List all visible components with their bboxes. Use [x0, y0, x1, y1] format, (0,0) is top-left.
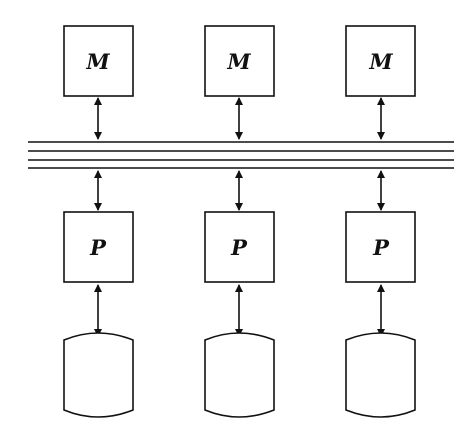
node-column-1: M P: [63, 25, 134, 418]
disk-cylinder: [63, 332, 134, 418]
memory-box: [204, 25, 275, 97]
disk-cylinder: [204, 332, 275, 418]
processor-label: P: [372, 235, 390, 260]
processor-box: [345, 211, 416, 283]
processor-label: P: [230, 235, 248, 260]
memory-label: M: [226, 49, 251, 74]
memory-label: M: [85, 49, 110, 74]
interconnect-bus: [28, 141, 454, 169]
disk-cylinder: [345, 332, 416, 418]
node-column-2: M P: [204, 25, 275, 418]
node-column-3: M P: [345, 25, 416, 418]
memory-box: [345, 25, 416, 97]
processor-box: [204, 211, 275, 283]
processor-box: [63, 211, 134, 283]
memory-label: M: [368, 49, 393, 74]
memory-box: [63, 25, 134, 97]
processor-label: P: [89, 235, 107, 260]
